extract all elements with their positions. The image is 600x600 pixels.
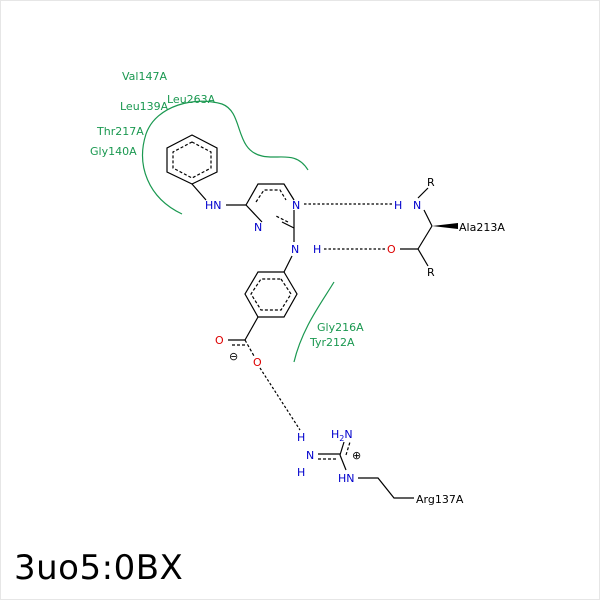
atom-n-ring1: N xyxy=(292,199,300,212)
page-title: 3uo5:0BX xyxy=(14,548,184,588)
atom-n-amine: N xyxy=(291,243,299,256)
residue-label-thr217: Thr217A xyxy=(96,125,144,138)
pyrimidine-ring xyxy=(245,183,295,229)
bond-carboxylate-o xyxy=(244,339,255,357)
atom-r-bottom: R xyxy=(427,266,435,279)
residue-label-arg137: Arg137A xyxy=(416,493,464,506)
atom-n-ala: N xyxy=(413,199,421,212)
atom-o-carbonyl: O xyxy=(215,334,224,347)
atom-r-top: R xyxy=(427,176,435,189)
bond-cz-nh2 xyxy=(339,441,345,456)
hbond-o-h-arg xyxy=(259,367,301,431)
atom-h2n-arg: H2N xyxy=(331,428,353,443)
bond-namine-ring xyxy=(283,255,293,273)
bond-cz-ne xyxy=(339,454,347,471)
bond-cz-nh2-dash xyxy=(345,441,351,456)
wedge-ala213 xyxy=(432,223,458,229)
atom-o-ala: O xyxy=(387,243,396,256)
bond-n-r-top xyxy=(417,187,429,199)
bond-n-calpha xyxy=(423,209,433,227)
atom-o-carboxylate: O xyxy=(253,356,262,369)
residue-label-leu263: Leu263A xyxy=(167,93,216,106)
atom-hn-arg: HN xyxy=(338,472,355,485)
atom-h-amine: H xyxy=(313,243,321,256)
bond-phenyl-nh xyxy=(191,183,207,201)
residue-label-gly216: Gly216A xyxy=(317,321,364,334)
benzoate-ring xyxy=(244,271,298,318)
residue-label-val147: Val147A xyxy=(122,70,167,83)
atom-hn-aniline: HN xyxy=(205,199,222,212)
residue-label-gly140: Gly140A xyxy=(90,145,137,158)
charge-minus-icon: ⊖ xyxy=(229,350,238,363)
hydrophobic-arc-lower xyxy=(293,281,335,363)
bond-calpha-c xyxy=(417,225,433,250)
atom-n-arg1: N xyxy=(306,449,314,462)
hydrophobic-arc-upper xyxy=(142,100,309,215)
phenyl-ring xyxy=(166,134,218,185)
atom-h-arg1: H xyxy=(297,431,305,444)
bond-ring-carboxyl xyxy=(244,316,259,341)
residue-label-leu139: Leu139A xyxy=(120,100,169,113)
atom-n-ring2: N xyxy=(254,221,262,234)
charge-plus-icon: ⊕ xyxy=(352,449,361,462)
residue-label-ala213: Ala213A xyxy=(459,221,505,234)
atom-h-arg2: H xyxy=(297,466,305,479)
residue-label-tyr212: Tyr212A xyxy=(309,336,355,349)
bond-c-r-bottom xyxy=(417,248,429,267)
bond-arg-chain xyxy=(358,477,414,499)
atom-h-ala: H xyxy=(394,199,402,212)
